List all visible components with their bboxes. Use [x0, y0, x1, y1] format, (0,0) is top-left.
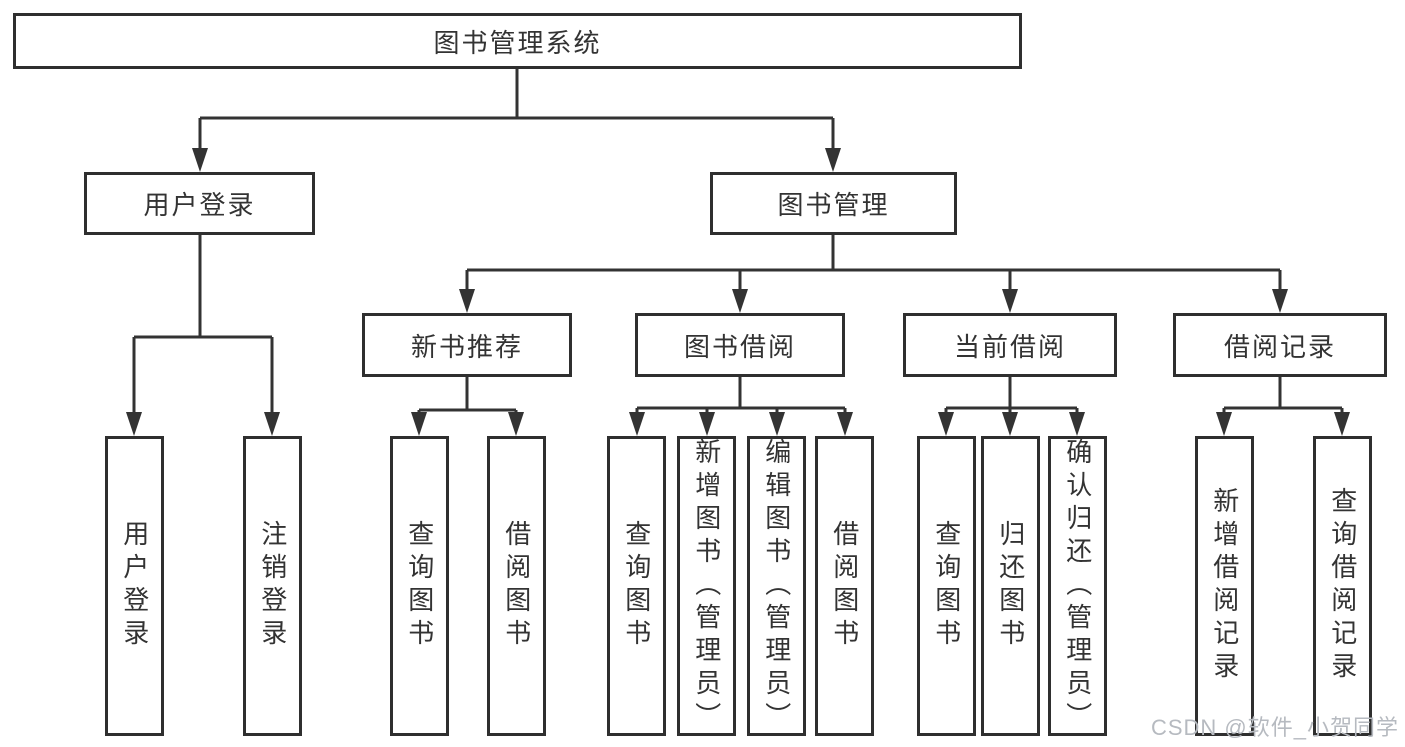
node-book-borrow-label: 图书借阅	[683, 331, 796, 362]
node-user-login: 用户登录	[84, 172, 315, 235]
leaf-return-book-label: 归还图书	[995, 520, 1026, 652]
arrowheads	[126, 148, 1350, 436]
leaf-user-login-label: 用户登录	[119, 520, 150, 652]
leaf-query-book-2: 查询图书	[607, 436, 666, 736]
node-book-management: 图书管理	[710, 172, 957, 235]
leaf-logout: 注销登录	[243, 436, 302, 736]
node-new-book-recommend-label: 新书推荐	[410, 331, 523, 362]
leaf-edit-book-admin-label: 编辑图书（管理员）	[761, 437, 792, 735]
leaf-return-book: 归还图书	[981, 436, 1040, 736]
leaf-borrow-book-1: 借阅图书	[487, 436, 546, 736]
leaf-user-login: 用户登录	[105, 436, 164, 736]
node-user-login-label: 用户登录	[143, 190, 256, 220]
leaf-add-borrow-record-label: 新增借阅记录	[1209, 487, 1240, 685]
leaf-borrow-book-1-label: 借阅图书	[501, 520, 532, 652]
leaf-add-book-admin-label: 新增图书（管理员）	[691, 437, 722, 735]
node-root-label: 图书管理系统	[433, 27, 602, 58]
node-borrow-records: 借阅记录	[1173, 313, 1387, 377]
node-book-borrow: 图书借阅	[635, 313, 845, 377]
leaf-query-book-2-label: 查询图书	[621, 520, 652, 652]
node-book-management-label: 图书管理	[777, 190, 890, 220]
leaf-add-borrow-record: 新增借阅记录	[1195, 436, 1254, 736]
leaf-query-book-1: 查询图书	[390, 436, 449, 736]
leaf-borrow-book-2-label: 借阅图书	[829, 520, 860, 652]
leaf-confirm-return-admin: 确认归还（管理员）	[1048, 436, 1107, 736]
node-current-borrow: 当前借阅	[903, 313, 1117, 377]
node-current-borrow-label: 当前借阅	[953, 331, 1066, 362]
node-root-system: 图书管理系统	[13, 13, 1022, 69]
leaf-borrow-book-2: 借阅图书	[815, 436, 874, 736]
leaf-query-book-1-label: 查询图书	[404, 520, 435, 652]
leaf-query-borrow-record-label: 查询借阅记录	[1327, 487, 1358, 685]
node-borrow-records-label: 借阅记录	[1223, 331, 1336, 362]
leaf-add-book-admin: 新增图书（管理员）	[677, 436, 736, 736]
leaf-edit-book-admin: 编辑图书（管理员）	[747, 436, 806, 736]
leaf-query-book-3-label: 查询图书	[931, 520, 962, 652]
csdn-watermark: CSDN @软件_小贺同学	[1150, 715, 1399, 740]
leaf-confirm-return-admin-label: 确认归还（管理员）	[1062, 437, 1093, 735]
leaf-logout-label: 注销登录	[257, 520, 288, 652]
leaf-query-borrow-record: 查询借阅记录	[1313, 436, 1372, 736]
node-new-book-recommend: 新书推荐	[362, 313, 572, 377]
leaf-query-book-3: 查询图书	[917, 436, 976, 736]
